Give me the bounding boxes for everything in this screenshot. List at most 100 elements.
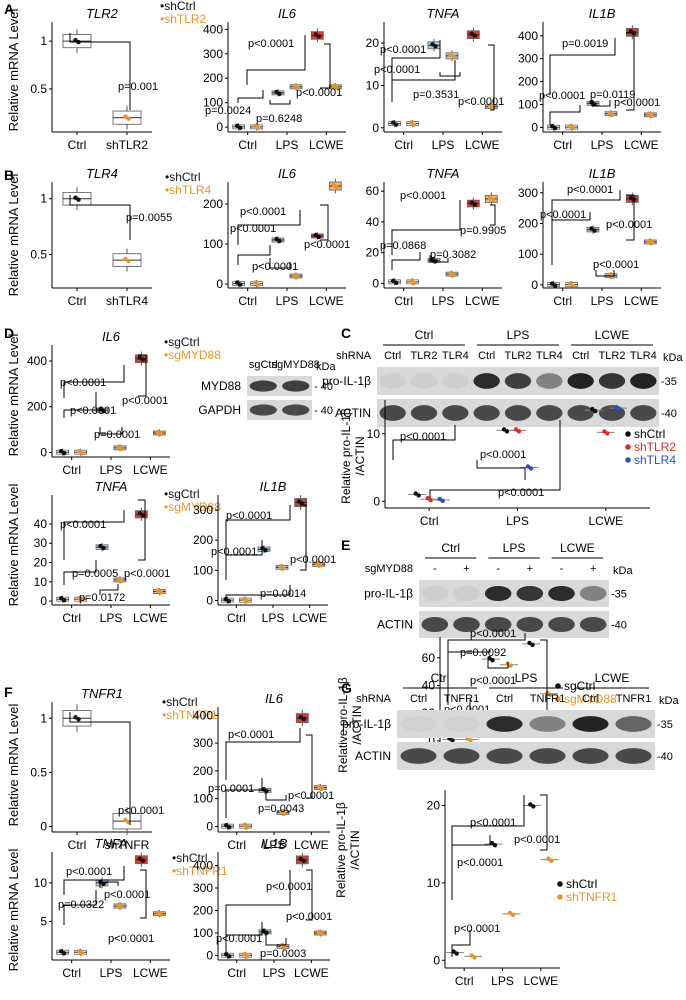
significance-bracket xyxy=(391,252,421,270)
blot-lane-label: Ctrl xyxy=(478,350,495,362)
significance-bracket xyxy=(225,540,263,580)
data-point xyxy=(548,692,553,697)
blot-band xyxy=(567,405,594,421)
blot-band xyxy=(473,405,500,421)
p-value-label: p<0.0001 xyxy=(374,64,420,76)
kda-label: kDa xyxy=(316,361,336,373)
legend-label: •sgCtrl xyxy=(164,487,200,501)
blot-band xyxy=(598,373,626,389)
blot-lane-label: TNFR1 xyxy=(444,693,479,705)
blot-band xyxy=(421,616,449,633)
panel-letter: C xyxy=(341,325,351,341)
blot-group-label: LCWE xyxy=(595,671,630,685)
significance-bracket xyxy=(63,866,125,895)
y-tick-label: 1 xyxy=(40,711,47,725)
data-point xyxy=(158,912,164,917)
blot-lane-label: TLR4 xyxy=(442,350,469,362)
blot-lane-label: Ctrl xyxy=(384,350,401,362)
kda-marker: -40 xyxy=(657,751,673,763)
y-tick-label: 200 xyxy=(203,71,223,85)
x-tick-label: shTLR2 xyxy=(106,138,148,152)
x-tick-label: Ctrl xyxy=(394,294,413,308)
y-tick-label: 100 xyxy=(518,247,538,261)
legend-label: •shTLR4 xyxy=(165,183,212,197)
y-tick-label: 200 xyxy=(193,533,213,547)
blot-band xyxy=(572,748,609,764)
p-value-label: p<0.0001 xyxy=(118,805,164,817)
significance-bracket xyxy=(225,728,301,780)
y-tick-label: 1 xyxy=(40,192,47,206)
x-tick-label: Ctrl xyxy=(455,974,474,988)
panel-letter: F xyxy=(4,684,13,700)
blot-row-label: pro-IL-1β xyxy=(322,374,371,388)
kda-label: kDa xyxy=(663,352,683,364)
y-tick-label: 0 xyxy=(531,120,538,134)
blot-group-label: Ctrl xyxy=(441,541,460,555)
blot-lane-label: TLR4 xyxy=(536,350,563,362)
p-value-label: p<0.0001 xyxy=(480,449,526,461)
significance-bracket xyxy=(306,869,313,921)
p-value-label: p=0.0055 xyxy=(126,212,172,224)
y-tick-label: 0 xyxy=(531,278,538,292)
significance-bracket xyxy=(225,505,291,560)
significance-bracket xyxy=(63,365,125,398)
chart-title: TLR4 xyxy=(86,166,118,181)
panel-letter: B xyxy=(4,167,14,183)
x-tick-label: Ctrl xyxy=(62,611,81,625)
panel-letter: G xyxy=(341,680,352,696)
p-value-label: p<0.0001 xyxy=(60,519,106,531)
data-point xyxy=(140,513,146,518)
legend-label: shTLR4 xyxy=(634,453,676,467)
significance-bracket xyxy=(626,194,635,241)
y-tick-label: 0 xyxy=(206,593,213,607)
blot-lane-label: TLR4 xyxy=(630,350,657,362)
x-tick-label: LPS xyxy=(263,966,286,980)
blot-band xyxy=(282,380,310,392)
data-point xyxy=(263,548,268,553)
data-point xyxy=(472,955,477,960)
x-tick-label: LCWE xyxy=(624,138,659,152)
panel-letter: D xyxy=(4,325,14,341)
data-point xyxy=(101,545,106,551)
x-tick-label: Ctrl xyxy=(62,463,81,477)
data-point xyxy=(334,85,340,90)
legend-marker xyxy=(625,444,631,450)
blot-band xyxy=(529,748,566,764)
p-value-label: p<0.0001 xyxy=(539,90,585,102)
blot-band xyxy=(484,616,512,633)
blot-band xyxy=(484,585,512,602)
significance-bracket xyxy=(63,560,97,585)
blot-band xyxy=(453,616,480,633)
data-point xyxy=(126,116,131,121)
legend-marker xyxy=(557,881,563,887)
blot-band xyxy=(536,373,563,389)
x-tick-label: LCWE xyxy=(588,514,623,528)
blot-group-label: LPS xyxy=(515,671,538,685)
data-point xyxy=(244,824,250,830)
x-tick-label: LCWE xyxy=(294,838,329,852)
blot-band xyxy=(579,585,607,602)
data-point xyxy=(316,234,322,240)
significance-bracket xyxy=(306,734,313,799)
data-point xyxy=(468,738,473,743)
blot-lane-label: TLR2 xyxy=(411,350,438,362)
significance-bracket xyxy=(63,392,97,418)
data-point xyxy=(295,85,300,90)
blot-band xyxy=(443,716,480,732)
y-tick-label: 0 xyxy=(206,949,213,963)
chart-title: TNFA xyxy=(95,479,128,494)
blot-band xyxy=(567,373,594,389)
blot-group-label: LPS xyxy=(507,328,530,342)
significance-bracket xyxy=(391,200,461,255)
y-tick-label: 300 xyxy=(518,186,538,200)
blot-row-label: MYD88 xyxy=(201,379,241,393)
data-point xyxy=(411,280,417,286)
blot-band xyxy=(548,616,575,633)
significance-bracket xyxy=(99,584,119,595)
data-point xyxy=(277,238,282,244)
